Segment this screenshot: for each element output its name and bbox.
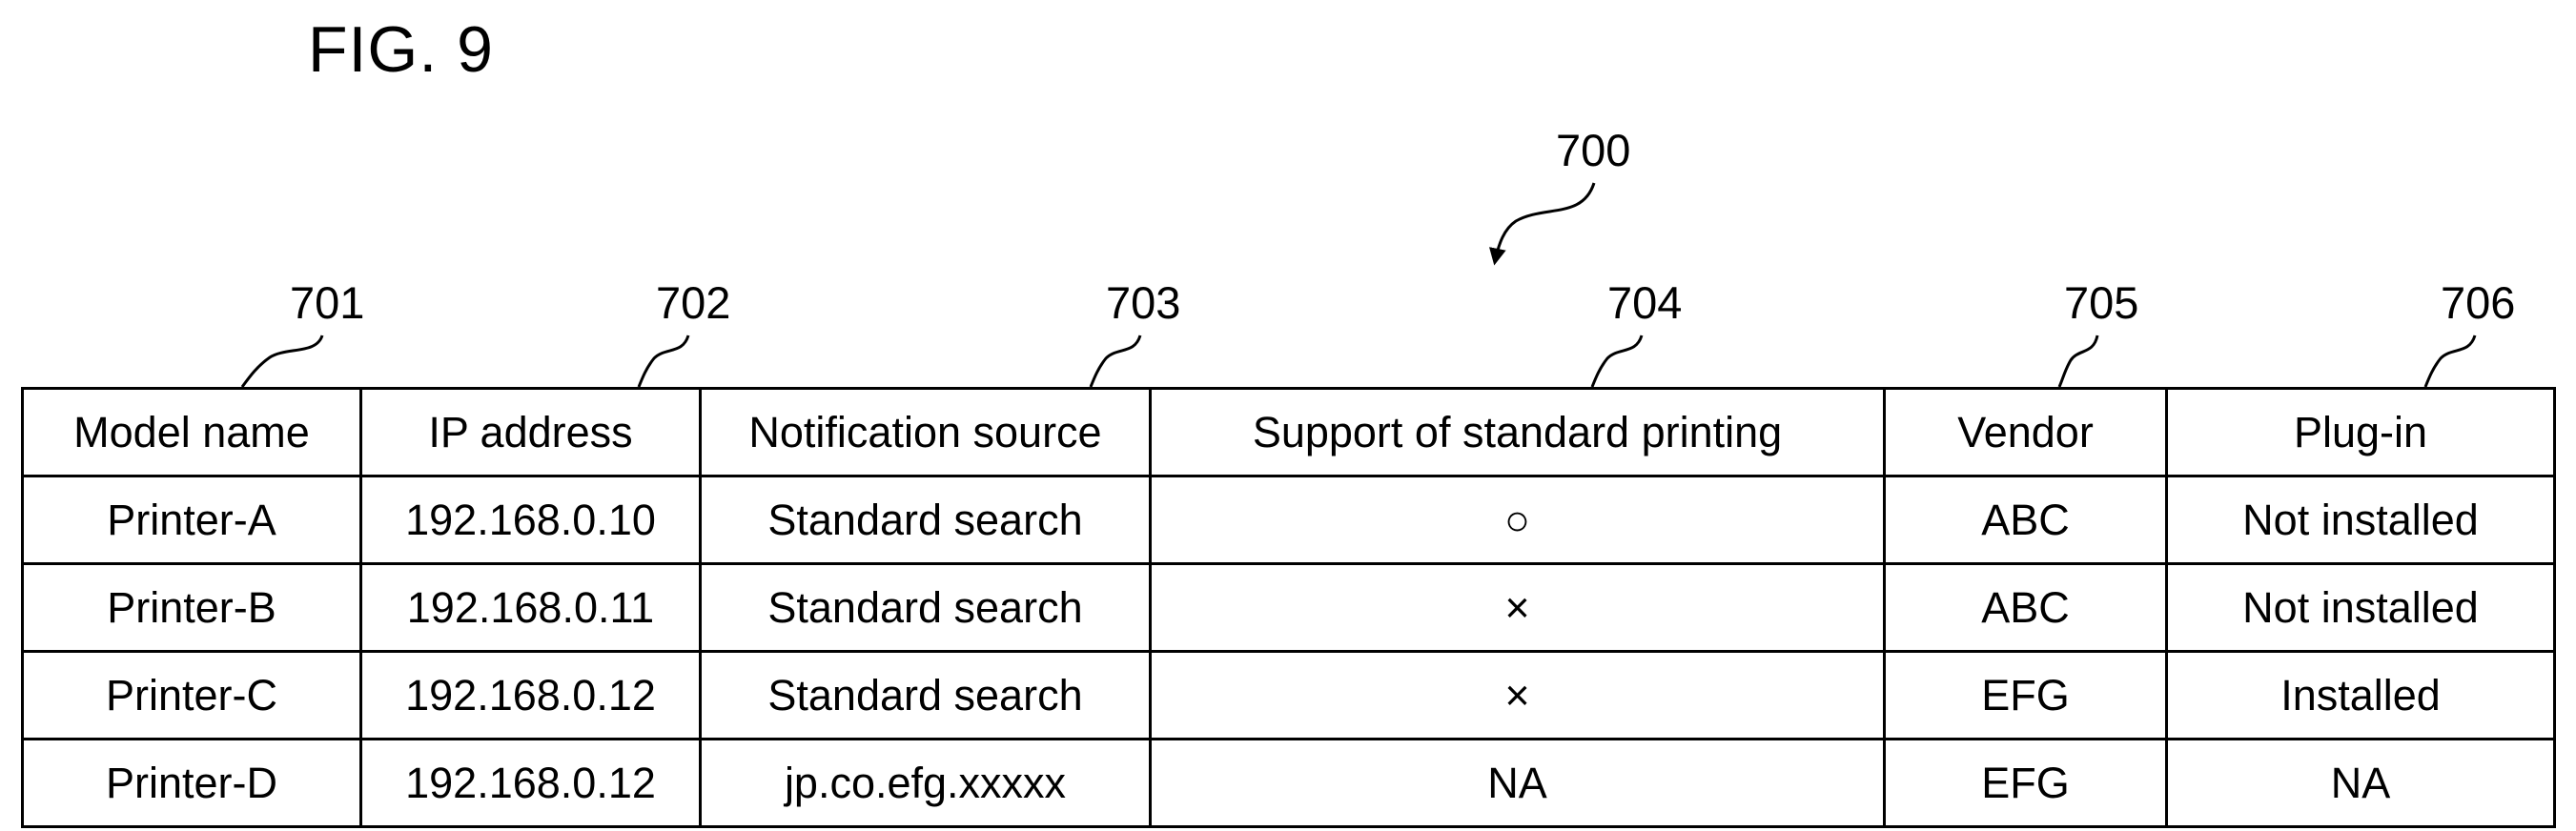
cell-notification-source: jp.co.efg.xxxxx — [701, 740, 1151, 827]
cell-ip-address: 192.168.0.11 — [361, 564, 701, 652]
leader-705 — [2059, 335, 2097, 387]
header-plug-in: Plug-in — [2167, 389, 2555, 476]
cell-support-standard-printing: NA — [1151, 740, 1885, 827]
leader-706 — [2425, 335, 2475, 387]
cell-model-name: Printer-D — [23, 740, 361, 827]
leader-701 — [242, 335, 322, 387]
leader-704 — [1592, 335, 1642, 387]
header-notification-source: Notification source — [701, 389, 1151, 476]
cell-plug-in: Not installed — [2167, 476, 2555, 564]
leader-702 — [639, 335, 688, 387]
cell-model-name: Printer-C — [23, 652, 361, 740]
table-row: Printer-C 192.168.0.12 Standard search ×… — [23, 652, 2555, 740]
cell-model-name: Printer-B — [23, 564, 361, 652]
cell-plug-in: Installed — [2167, 652, 2555, 740]
printer-table: Model name IP address Notification sourc… — [21, 387, 2556, 828]
cell-notification-source: Standard search — [701, 564, 1151, 652]
cell-support-standard-printing: × — [1151, 652, 1885, 740]
cell-ip-address: 192.168.0.12 — [361, 652, 701, 740]
cell-model-name: Printer-A — [23, 476, 361, 564]
cell-vendor: ABC — [1885, 564, 2167, 652]
cell-vendor: EFG — [1885, 740, 2167, 827]
cell-plug-in: NA — [2167, 740, 2555, 827]
table-row: Printer-B 192.168.0.11 Standard search ×… — [23, 564, 2555, 652]
table-row: Printer-D 192.168.0.12 jp.co.efg.xxxxx N… — [23, 740, 2555, 827]
cell-ip-address: 192.168.0.12 — [361, 740, 701, 827]
leader-703 — [1091, 335, 1140, 387]
header-support-standard-printing: Support of standard printing — [1151, 389, 1885, 476]
header-row: Model name IP address Notification sourc… — [23, 389, 2555, 476]
cell-ip-address: 192.168.0.10 — [361, 476, 701, 564]
cell-support-standard-printing: ○ — [1151, 476, 1885, 564]
arrow-700 — [1495, 183, 1594, 262]
header-vendor: Vendor — [1885, 389, 2167, 476]
cell-notification-source: Standard search — [701, 476, 1151, 564]
cell-plug-in: Not installed — [2167, 564, 2555, 652]
table-row: Printer-A 192.168.0.10 Standard search ○… — [23, 476, 2555, 564]
cell-vendor: ABC — [1885, 476, 2167, 564]
header-model-name: Model name — [23, 389, 361, 476]
header-ip-address: IP address — [361, 389, 701, 476]
cell-support-standard-printing: × — [1151, 564, 1885, 652]
cell-notification-source: Standard search — [701, 652, 1151, 740]
cell-vendor: EFG — [1885, 652, 2167, 740]
